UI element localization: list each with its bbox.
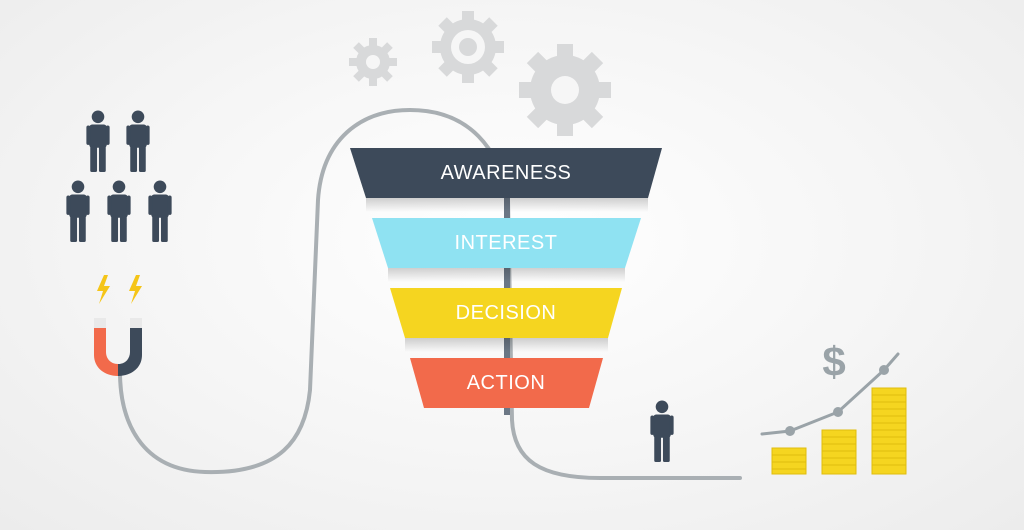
person-icon: [148, 180, 172, 242]
coin-stack: [771, 447, 807, 475]
funnel-label-action: ACTION: [466, 372, 546, 394]
coin-stack: [821, 429, 857, 475]
customer-person-icon: [650, 400, 674, 462]
gear-icons: [349, 11, 611, 136]
person-icon: [107, 180, 131, 242]
funnel-label-interest: INTEREST: [454, 232, 558, 254]
magnet-icon: [94, 318, 142, 376]
person-icon: [66, 180, 90, 242]
funnel-stage-interest: [372, 218, 641, 282]
audience-group: [66, 110, 172, 242]
person-icon: [126, 110, 150, 172]
funnel-label-awareness: AWARENESS: [440, 162, 572, 184]
funnel-label-decision: DECISION: [455, 302, 557, 324]
funnel: [350, 148, 662, 415]
coin-stack: [871, 387, 907, 475]
person-icon: [86, 110, 110, 172]
lightning-icons: [97, 275, 142, 304]
lightning-icon: [129, 275, 142, 304]
trend-point: [833, 407, 843, 417]
lightning-icon: [97, 275, 110, 304]
trend-point: [879, 365, 889, 375]
dollar-sign: $: [822, 338, 845, 385]
growth-chart: $: [760, 338, 907, 475]
funnel-stage-action: [410, 358, 603, 408]
journey-path: [118, 107, 742, 480]
trend-point: [785, 426, 795, 436]
funnel-stage-awareness: [350, 148, 662, 212]
gear-icon: [432, 11, 504, 83]
funnel-stage-decision: [390, 288, 622, 352]
gear-icon: [519, 44, 611, 136]
gear-icon: [349, 38, 397, 86]
